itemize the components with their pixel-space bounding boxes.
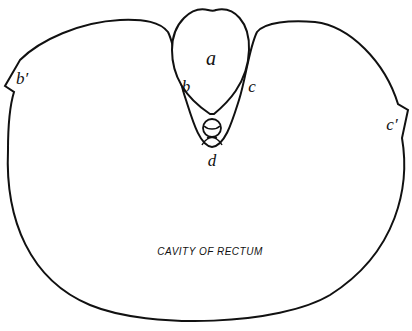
vessel-marks [202, 126, 222, 145]
rectum-outline [5, 20, 408, 321]
part-letter: c [248, 78, 256, 95]
part-letter: b′ [16, 70, 28, 87]
part-letter: c′ [386, 116, 397, 133]
region-label: CAVITY OF RECTUM [157, 247, 262, 257]
part-letter: d [208, 152, 217, 169]
part-letter: a [206, 48, 216, 68]
lobe-outline [172, 9, 249, 114]
part-letter: b [182, 78, 191, 95]
